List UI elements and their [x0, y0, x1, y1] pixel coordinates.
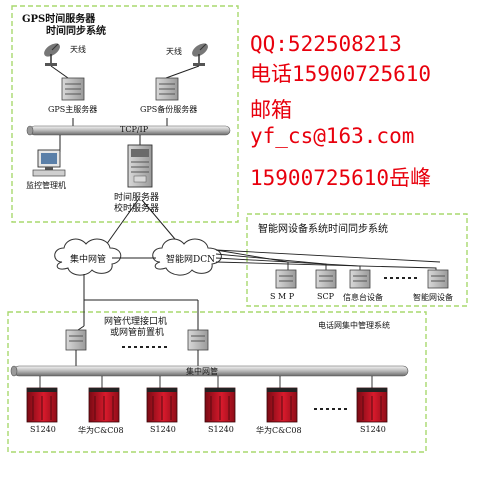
switch-label: 华为C&C08 [78, 426, 124, 435]
switch-rack-icon [146, 387, 178, 423]
gps-primary-server-icon [61, 77, 85, 101]
satellite-dish-icon [192, 43, 208, 66]
central-nms-bus [10, 365, 409, 377]
smp-label: S M P [270, 292, 295, 301]
switch-label: S1240 [30, 425, 56, 434]
phone-name-contact: 15900725610岳峰 [250, 166, 432, 190]
proxy-server-icon [65, 329, 87, 351]
smart-group-title: 智能网设备系统时间同步系统 [258, 224, 388, 235]
proxy-label: 网管代理接口机 [104, 317, 168, 327]
smart-device-label: 智能网设备 [413, 293, 453, 302]
dcn-cloud [152, 238, 222, 276]
email-label: 邮箱 [250, 98, 292, 122]
gps-group-subtitle: 时间同步系统 [46, 26, 106, 37]
time-server-label: 时间服务器 [114, 193, 160, 203]
dcn-cloud-label: 智能网DCN [166, 255, 215, 265]
switch-label: S1240 [360, 425, 386, 434]
smp-server-icon [275, 269, 297, 289]
telecom-group-title: 电话网集中管理系统 [318, 321, 390, 330]
monitor-computer-icon [32, 149, 66, 177]
ellipsis-dots [314, 408, 347, 410]
primary-server-label: GPS主服务器 [48, 105, 98, 114]
time-server-icon [127, 144, 153, 188]
switch-rack-icon [88, 387, 120, 423]
email-contact: yf_cs@163.com [250, 124, 415, 148]
central-nms-bus-label: 集中网管 [186, 367, 218, 376]
info-desk-label: 信息台设备 [343, 293, 383, 302]
telecom-group-border [7, 311, 427, 453]
smart-device-server-icon [427, 269, 449, 289]
phone-contact: 电话15900725610 [250, 62, 432, 86]
tcpip-bus-label: TCP/IP [120, 125, 149, 134]
time-server-label-2: 校时服务器 [114, 204, 160, 214]
switch-label: 华为C&C08 [256, 426, 302, 435]
gps-group-border [11, 5, 239, 223]
switch-label: S1240 [208, 425, 234, 434]
antenna-right-label: 天线 [166, 47, 182, 56]
satellite-dish-icon [44, 43, 60, 66]
qq-contact: QQ:522508213 [250, 32, 402, 56]
gps-group-title: GPS时间服务器 [22, 14, 96, 25]
gps-backup-server-icon [155, 77, 179, 101]
switch-links [39, 376, 373, 388]
tcpip-bus [26, 125, 231, 136]
switch-rack-icon [26, 387, 58, 423]
ellipsis-dots [384, 277, 417, 279]
switch-rack-icon [266, 387, 298, 423]
backup-server-label: GPS备份服务器 [140, 105, 198, 114]
scp-label: SCP [317, 292, 334, 301]
info-desk-server-icon [349, 269, 371, 289]
monitor-label: 监控管理机 [26, 181, 66, 190]
central-nms-cloud [54, 238, 122, 276]
antenna-left-label: 天线 [70, 45, 86, 54]
scp-server-icon [315, 269, 337, 289]
dcn-links [215, 249, 441, 270]
proxy-label-2: 或网管前置机 [110, 328, 165, 338]
switch-rack-icon [356, 387, 388, 423]
proxy-server-icon [187, 329, 209, 351]
ellipsis-dots [122, 346, 167, 348]
switch-rack-icon [204, 387, 236, 423]
central-nms-cloud-label: 集中网管 [70, 255, 107, 265]
switch-label: S1240 [150, 425, 176, 434]
